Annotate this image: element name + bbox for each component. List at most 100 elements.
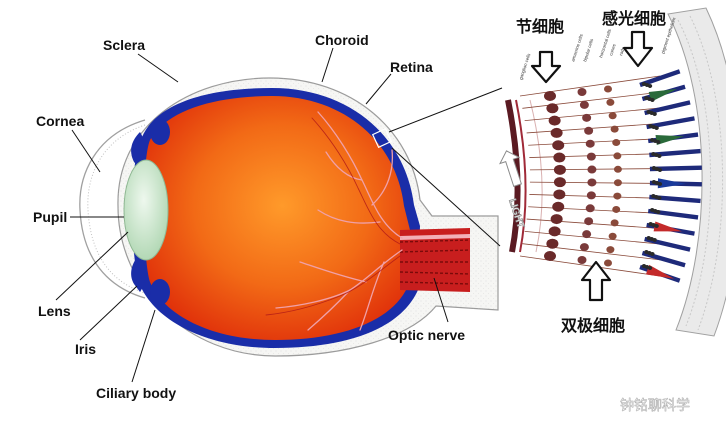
photoreceptor-nucleus bbox=[657, 182, 663, 186]
ganglion-cell bbox=[552, 140, 565, 151]
watermark: 钟铭聊科学 bbox=[620, 397, 690, 414]
label-iris: Iris bbox=[75, 341, 96, 357]
amacrine-cell bbox=[584, 126, 594, 135]
bipolar-cell bbox=[613, 165, 622, 173]
ganglion-cell bbox=[548, 115, 561, 126]
pigment-epithelium bbox=[667, 7, 726, 337]
bipolar-cell bbox=[606, 246, 615, 254]
iris bbox=[131, 132, 146, 292]
amacrine-cell bbox=[586, 191, 596, 200]
photoreceptor-nucleus bbox=[652, 238, 657, 242]
cone-cell bbox=[657, 178, 686, 189]
cell-axon bbox=[519, 255, 661, 277]
inset-small-labels: ganglion cells amacrine cells bipolar ce… bbox=[518, 17, 677, 81]
bipolar-cell bbox=[613, 152, 622, 160]
amacrine-cell bbox=[577, 256, 587, 264]
amacrine-cell bbox=[585, 204, 595, 213]
cornea bbox=[79, 119, 146, 299]
small-label-ganglion: ganglion cells bbox=[518, 52, 531, 80]
lens bbox=[123, 159, 169, 261]
photoreceptor-nucleus bbox=[656, 140, 661, 144]
ganglion-cell bbox=[553, 177, 566, 188]
amacrine-cell bbox=[582, 230, 592, 239]
small-label-bipolar: bipolar cells bbox=[582, 37, 594, 62]
cell-axon bbox=[519, 75, 661, 97]
light-arrow-icon bbox=[499, 150, 522, 187]
photoreceptor-nucleus bbox=[650, 98, 655, 102]
label-cornea: Cornea bbox=[36, 113, 84, 129]
ciliary-body bbox=[150, 119, 170, 305]
label-choroid: Choroid bbox=[315, 32, 369, 48]
photoreceptor-nucleus bbox=[654, 126, 659, 130]
photoreceptor-nucleus bbox=[652, 112, 657, 116]
photoreceptor-nucleus bbox=[647, 84, 653, 88]
label-ciliary-body: Ciliary body bbox=[96, 385, 176, 401]
down-arrow-icon bbox=[622, 30, 654, 68]
amacrine-cell bbox=[586, 152, 596, 161]
amacrine-cell bbox=[585, 139, 595, 148]
photoreceptor-nucleus bbox=[656, 210, 661, 214]
retina-inset: LIGHT ganglion cells amacrine cells bipo… bbox=[499, 7, 726, 337]
photoreceptor-nucleus bbox=[650, 252, 655, 256]
bipolar-cell bbox=[604, 259, 612, 267]
bipolar-cell bbox=[604, 85, 612, 93]
rod-cell bbox=[649, 165, 702, 172]
light-label: LIGHT bbox=[506, 198, 526, 230]
ganglion-cell bbox=[544, 251, 556, 261]
small-label-cones: cones bbox=[608, 43, 617, 57]
rod-cell bbox=[649, 148, 701, 158]
bipolar-cell bbox=[612, 205, 621, 213]
rod-cell bbox=[639, 69, 681, 88]
ganglion-cell bbox=[544, 91, 556, 101]
rod-cell bbox=[649, 194, 701, 204]
retinal-cells bbox=[519, 69, 702, 283]
label-bipolar-cells: 双极细胞 bbox=[561, 316, 625, 335]
leader-lines bbox=[55, 47, 449, 383]
photoreceptor-nucleus bbox=[647, 266, 653, 270]
rod-cell bbox=[644, 100, 691, 116]
bipolar-cell bbox=[608, 232, 617, 240]
ganglion-cell bbox=[546, 238, 559, 249]
photoreceptor-nucleus bbox=[654, 224, 659, 228]
ganglion-cell bbox=[553, 152, 566, 163]
cone-cell bbox=[645, 264, 675, 279]
ganglion-cell bbox=[550, 127, 563, 138]
small-label-rods: rods bbox=[618, 46, 626, 57]
ganglion-cell bbox=[553, 189, 566, 200]
label-optic-nerve: Optic nerve bbox=[388, 327, 465, 343]
rod-cell bbox=[646, 116, 695, 130]
cone-cell bbox=[653, 221, 683, 232]
retinal-vessels bbox=[275, 111, 403, 331]
bipolar-cell bbox=[613, 179, 622, 187]
cone-cell bbox=[655, 135, 684, 145]
rod-cell bbox=[647, 208, 699, 220]
ganglion-cell bbox=[553, 164, 566, 175]
bipolar-cell bbox=[606, 98, 615, 106]
amacrine-cell bbox=[577, 88, 587, 96]
optic-nerve bbox=[399, 228, 471, 292]
ganglion-cell bbox=[548, 226, 561, 237]
photoreceptor-nucleus bbox=[657, 168, 663, 172]
amacrine-cell bbox=[587, 178, 597, 187]
label-lens: Lens bbox=[38, 303, 71, 319]
cell-axon bbox=[522, 243, 667, 262]
vitreous-body bbox=[143, 96, 410, 340]
amacrine-cell bbox=[584, 217, 594, 226]
small-label-amacrine: amacrine cells bbox=[570, 33, 584, 63]
cone-cell bbox=[648, 89, 677, 102]
bipolar-cell bbox=[608, 112, 617, 120]
amacrine-cell bbox=[579, 100, 589, 109]
bipolar-cell bbox=[613, 192, 622, 200]
photoreceptor-nucleus bbox=[657, 196, 662, 200]
down-arrow-icon bbox=[530, 50, 562, 84]
label-sclera: Sclera bbox=[103, 37, 145, 53]
label-pupil: Pupil bbox=[33, 209, 67, 225]
label-retina: Retina bbox=[390, 59, 433, 75]
bipolar-cell bbox=[610, 125, 619, 133]
label-photoreceptor-cells: 感光细胞 bbox=[602, 9, 666, 28]
ganglion-cell bbox=[550, 214, 563, 225]
bipolar-cell bbox=[612, 139, 621, 147]
bipolar-cell bbox=[610, 219, 619, 227]
